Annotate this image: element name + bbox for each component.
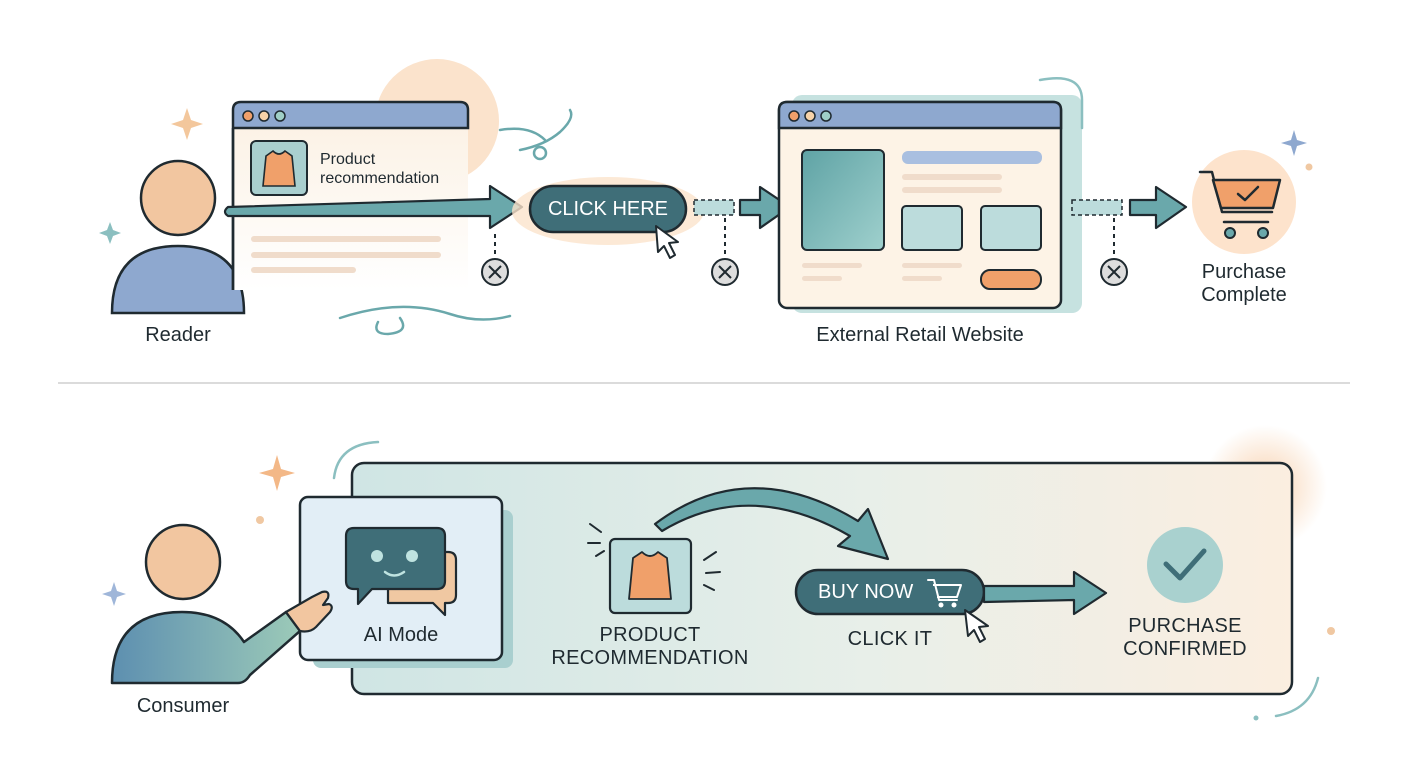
external-retail-website-window xyxy=(777,77,1084,313)
decorative-swirl xyxy=(338,305,512,336)
decorative-dot xyxy=(532,145,548,161)
curved-arrow xyxy=(653,487,890,561)
card-text-line1: Product xyxy=(320,151,376,168)
product-recommendation-box xyxy=(587,523,721,615)
sparkle-icon xyxy=(171,108,203,140)
cursor-icon xyxy=(964,609,989,643)
reader-label: Reader xyxy=(145,324,211,346)
shopping-cart-icon xyxy=(927,579,962,608)
decorative-swirl xyxy=(1274,676,1320,718)
dashed-connector xyxy=(693,199,735,216)
product-recommendation-line2: RECOMMENDATION xyxy=(551,647,749,669)
decorative-dot xyxy=(1305,163,1313,171)
checkmark-icon xyxy=(1147,527,1223,603)
click-it-caption: CLICK IT xyxy=(847,628,933,650)
flow-arrow xyxy=(738,185,792,230)
dropout-x-icon xyxy=(711,258,739,286)
sparkle-icon xyxy=(1281,130,1307,156)
dropout-x-icon xyxy=(481,258,509,286)
decorative-swirl xyxy=(332,440,380,480)
cursor-icon xyxy=(655,225,679,259)
decorative-swirl xyxy=(498,108,573,152)
consumer-figure xyxy=(110,523,333,685)
card-text-line2: recommendation xyxy=(320,170,440,187)
buy-now-label[interactable]: BUY NOW xyxy=(818,581,914,603)
consumer-label: Consumer xyxy=(136,695,230,717)
flow-arrow xyxy=(982,570,1108,616)
decorative-dot xyxy=(1327,627,1335,635)
reader-figure xyxy=(110,159,246,315)
purchase-confirmed-line2: CONFIRMED xyxy=(1123,638,1247,660)
purchase-complete-line1: Purchase xyxy=(1201,261,1287,283)
shopping-cart-icon xyxy=(1192,150,1296,254)
chatbot-icon xyxy=(344,526,458,617)
sparkle-icon xyxy=(259,455,295,491)
ai-mode-label[interactable]: AI Mode xyxy=(363,624,439,646)
click-here-label[interactable]: CLICK HERE xyxy=(547,198,669,220)
sparkle-icon xyxy=(102,582,126,606)
decorative-dot xyxy=(1253,715,1259,721)
dropout-x-icon xyxy=(1100,258,1128,286)
dashed-connector xyxy=(1071,199,1123,216)
flow-arrow xyxy=(223,184,524,230)
flow-arrow xyxy=(1128,185,1188,230)
product-recommendation-card xyxy=(231,100,470,290)
purchase-complete-line2: Complete xyxy=(1201,284,1287,306)
purchase-confirmed-line1: PURCHASE xyxy=(1128,615,1242,637)
product-recommendation-line1: PRODUCT xyxy=(599,624,701,646)
external-retail-website-label: External Retail Website xyxy=(816,324,1024,346)
decorative-dot xyxy=(256,516,264,524)
sparkle-icon xyxy=(99,222,121,244)
